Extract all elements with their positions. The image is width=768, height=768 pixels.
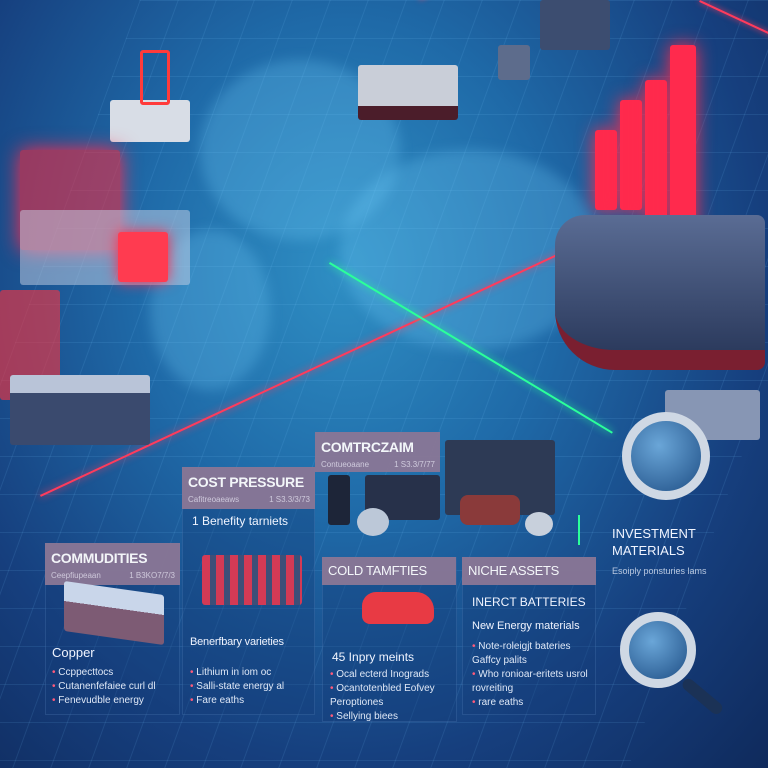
bullet-item: Ccppecttocs [52,666,156,680]
contract-title: COMTRCZAIM [321,439,414,455]
warehouse-icon [540,0,610,50]
crate-icon [498,45,530,80]
storage-tanks-icon [118,232,168,282]
bullet-item: Lithium in iom oc [190,666,284,680]
header-sub-value: 1 S3.3/7/77 [394,460,435,469]
commodities-item-title: Copper [52,645,95,660]
cold-header: COLD TAMFTIES [322,557,456,585]
cargo-ship-icon [358,65,458,120]
niche-item-title: New Energy materials [472,620,580,632]
bullet-item: rare eaths [472,696,594,710]
bullet-item: Sellying biees [330,710,454,724]
bullet-item: Cutanenfefaiee curl dl [52,680,155,694]
bullet-item: Fare eaths [190,694,284,708]
crane-icon [140,50,170,105]
niche-subtitle: INERCT BATTERIES [472,595,586,609]
niche-title: NICHE ASSETS [468,563,560,578]
magnifier-icon [622,412,710,500]
bullet-item: Salli-state energy al [190,680,284,694]
container-ship-icon [555,215,765,370]
niche-header: NICHE ASSETS [462,557,596,585]
investment-subtitle: Esoiply ponsturies lams [612,566,707,576]
pipes-icon [460,495,520,525]
header-sub-label: Cafitreoaeaws [188,495,240,504]
material-stacks-icon [202,555,302,605]
cost-pressure-item-title: Benerfbary varieties [190,636,284,648]
investment-title-line: INVESTMENT [612,526,696,541]
magnifier-icon [620,612,696,688]
bullet-item: Who ronioar-eritets usrol rovreiting [472,668,594,696]
commodities-title: COMMUDITIES [51,550,148,566]
cold-bullets: Ocal ecterd Inograds Ocantotenbled Eofve… [330,668,454,724]
arrow-up-icon [578,515,580,545]
header-sub-value: 1 S3.3/3/73 [269,495,310,504]
bar-chart-icon [620,100,642,210]
investment-title: INVESTMENT MATERIALS [612,525,696,559]
cold-item-title: 45 Inpry meints [332,650,415,664]
bullet-item: Fenevudble energy [52,694,156,708]
contract-header: COMTRCZAIM Contueoaane 1 S3.3/7/77 [315,432,440,472]
header-sub-value: 1 B3KO7/7/3 [129,571,175,580]
header-sub-label: Contueoaane [321,460,370,469]
bullet-item: Note-roleigjt bateries Gaffcy palits [472,640,594,668]
commodities-header: COMMUDITIES Ceepfiupeaan 1 B3KO7/7/3 [45,543,180,585]
bar-chart-icon [670,45,696,230]
bar-chart-icon [645,80,667,220]
car-icon [362,592,434,624]
cost-pressure-title: COST PRESSURE [188,474,304,490]
cold-title: COLD TAMFTIES [328,563,427,578]
cost-pressure-header: COST PRESSURE Cafitreoaeaws 1 S3.3/3/73 [182,467,315,509]
crane-platform [110,100,190,142]
commodities-bullets: Ccppecttocs Cutanenfefaiee curl dl Fenev… [52,666,156,708]
niche-bullets: Note-roleigjt bateries Gaffcy palits Who… [472,640,594,710]
cost-pressure-bullets: Lithium in iom oc Salli-state energy al … [190,666,284,708]
cost-pressure-tagline: 1 Benefity tarniets [192,514,289,528]
header-sub-label: Ceepfiupeaan [51,571,101,580]
component-icon [357,508,389,536]
container-stack-icon [10,375,150,445]
bar-chart-icon [595,130,617,210]
investment-title-line: MATERIALS [612,543,685,558]
bullet-item: Ocantotenbled Eofvey Peroptiones [330,682,454,710]
bullet-item: Ocal ecterd Inograds [330,668,454,682]
magnifier-handle [680,676,725,717]
battery-icon [328,475,350,525]
component-icon [525,512,553,536]
